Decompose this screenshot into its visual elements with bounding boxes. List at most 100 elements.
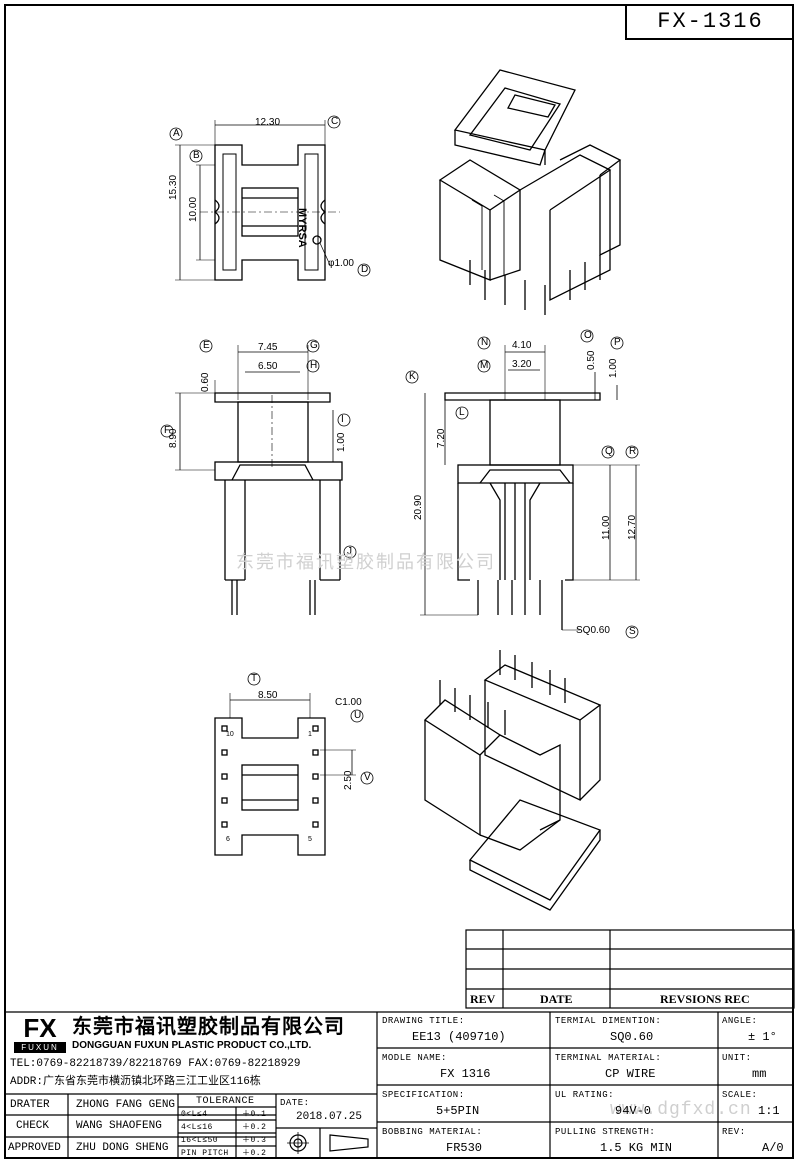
pulling-strength-value: 1.5 KG MIN bbox=[600, 1141, 673, 1155]
dim-front-w1: 7.45 bbox=[258, 342, 278, 353]
revision-table bbox=[465, 929, 795, 1009]
mark-o: O bbox=[584, 330, 592, 341]
dim-top-width: 12.30 bbox=[255, 117, 281, 128]
model-name-label: MODLE NAME: bbox=[382, 1053, 447, 1063]
mark-j: J bbox=[347, 546, 352, 557]
mark-u: U bbox=[354, 710, 362, 721]
check-label: CHECK bbox=[16, 1120, 50, 1132]
mark-l: L bbox=[459, 407, 465, 418]
dim-top-height: 15.30 bbox=[168, 174, 179, 200]
tolerance-value-3: ＋0.3 bbox=[242, 1136, 267, 1145]
tolerance-value-2: ＋0.2 bbox=[242, 1123, 267, 1132]
drater-name: ZHONG FANG GENG bbox=[76, 1099, 176, 1111]
terminal-material-label: TERMINAL MATERIAL: bbox=[555, 1053, 662, 1063]
terminal-dimension-value: SQ0.60 bbox=[610, 1030, 654, 1044]
isometric-view-bottom bbox=[423, 650, 602, 911]
dim-side-q: 11.00 bbox=[601, 515, 612, 540]
date-label: DATE: bbox=[280, 1098, 310, 1108]
drater-label: DRATER bbox=[10, 1099, 50, 1111]
rev-header-records: REVSIONS REC bbox=[660, 992, 750, 1006]
mark-e: E bbox=[203, 340, 210, 351]
terminal-material-value: CP WIRE bbox=[605, 1067, 656, 1081]
unit-value: mm bbox=[752, 1067, 767, 1081]
mark-p: P bbox=[614, 337, 621, 348]
dim-side-l: 7.20 bbox=[436, 428, 447, 448]
company-name-en: DONGGUAN FUXUN PLASTIC PRODUCT CO.,LTD. bbox=[72, 1040, 312, 1051]
dim-side-m: 3.20 bbox=[512, 359, 532, 370]
terminal-dimension-label: TERMIAL DIMENTION: bbox=[555, 1016, 662, 1026]
tolerance-range-2: 4<L≤16 bbox=[181, 1123, 213, 1132]
document-number: FX-1316 bbox=[625, 4, 794, 40]
dim-side-p: 1.00 bbox=[608, 358, 619, 378]
drawing-title-value: EE13 (409710) bbox=[412, 1030, 506, 1044]
mark-b: B bbox=[193, 150, 200, 161]
mark-d: D bbox=[361, 264, 369, 275]
specification-label: SPECIFICATION: bbox=[382, 1090, 465, 1100]
rev-header-rev: REV bbox=[470, 992, 496, 1006]
dim-bottom-v: 2.50 bbox=[343, 770, 354, 790]
watermark-text: 东莞市福讯塑胶制品有限公司 bbox=[236, 552, 496, 572]
pin-label-1: 1 bbox=[308, 731, 312, 738]
mark-v: V bbox=[364, 772, 371, 783]
dim-front-f: 0.60 bbox=[200, 372, 211, 392]
watermark-url: www.dgfxd.cn bbox=[610, 1100, 752, 1120]
tolerance-value-4: ＋0.2 bbox=[242, 1149, 267, 1158]
tolerance-title: TOLERANCE bbox=[196, 1096, 255, 1107]
mark-f: F bbox=[164, 425, 171, 436]
rev-label: REV: bbox=[722, 1127, 746, 1137]
ul-rating-value: 94V-0 bbox=[615, 1104, 652, 1118]
unit-label: UNIT: bbox=[722, 1053, 752, 1063]
dim-side-o: 0.50 bbox=[586, 350, 597, 370]
mark-t: T bbox=[251, 673, 258, 684]
dim-side-n: 4.10 bbox=[512, 340, 532, 351]
dim-bottom-t: 8.50 bbox=[258, 690, 278, 701]
part-marking: MYRSA bbox=[296, 208, 308, 248]
mark-m: M bbox=[480, 360, 489, 371]
ul-rating-label: UL RATING: bbox=[555, 1090, 615, 1100]
mark-q: Q bbox=[605, 446, 613, 457]
tolerance-range-1: 0<L≤4 bbox=[181, 1110, 208, 1119]
model-name-value: FX 1316 bbox=[440, 1067, 491, 1081]
pin-label-5: 5 bbox=[308, 836, 312, 843]
pin-label-6: 6 bbox=[226, 836, 230, 843]
pulling-strength-label: PULLING STRENGTH: bbox=[555, 1127, 656, 1137]
tolerance-range-4: PIN PITCH bbox=[181, 1149, 229, 1158]
specification-value: 5+5PIN bbox=[436, 1104, 480, 1118]
pin-label-10: 10 bbox=[226, 731, 234, 738]
mark-s: S bbox=[629, 626, 636, 637]
company-address: ADDR:广东省东莞市横沥镇北环路三江工业区116栋 bbox=[10, 1076, 261, 1088]
tolerance-value-1: ＋0.1 bbox=[242, 1110, 267, 1119]
angle-value: ± 1° bbox=[748, 1030, 777, 1044]
mark-r: R bbox=[629, 446, 637, 457]
mark-k: K bbox=[409, 371, 416, 382]
company-logo: FX bbox=[23, 1013, 57, 1043]
dim-side-r: 12.70 bbox=[627, 514, 638, 540]
tolerance-range-3: 16<L≤50 bbox=[181, 1136, 219, 1145]
dim-top-inner: 10.00 bbox=[188, 196, 199, 222]
dim-front-i: 1.00 bbox=[336, 432, 347, 452]
rev-header-date: DATE bbox=[540, 992, 573, 1006]
side-view bbox=[405, 329, 640, 639]
bottom-view bbox=[214, 672, 374, 856]
mark-n: N bbox=[481, 337, 489, 348]
bobbin-material-label: BOBBING MATERIAL: bbox=[382, 1127, 483, 1137]
scale-value: 1:1 bbox=[758, 1104, 780, 1118]
scale-label: SCALE: bbox=[722, 1090, 758, 1100]
check-name: WANG SHAOFENG bbox=[76, 1120, 162, 1132]
mark-g: G bbox=[310, 340, 318, 351]
mark-i: I bbox=[341, 414, 344, 425]
bobbin-material-value: FR530 bbox=[446, 1141, 483, 1155]
approved-label: APPROVED bbox=[8, 1142, 61, 1154]
date-value: 2018.07.25 bbox=[296, 1111, 363, 1123]
drawing-frame bbox=[4, 4, 794, 1159]
isometric-view-top bbox=[438, 69, 622, 315]
mark-a: A bbox=[173, 128, 180, 139]
company-name-cn: 东莞市福讯塑胶制品有限公司 bbox=[72, 1016, 345, 1038]
mark-c: C bbox=[331, 116, 339, 127]
top-view bbox=[169, 115, 371, 281]
dim-front-w2: 6.50 bbox=[258, 361, 278, 372]
drawing-title-label: DRAWING TITLE: bbox=[382, 1016, 465, 1026]
dim-side-k: 20.90 bbox=[413, 494, 424, 520]
mark-h: H bbox=[310, 360, 318, 371]
